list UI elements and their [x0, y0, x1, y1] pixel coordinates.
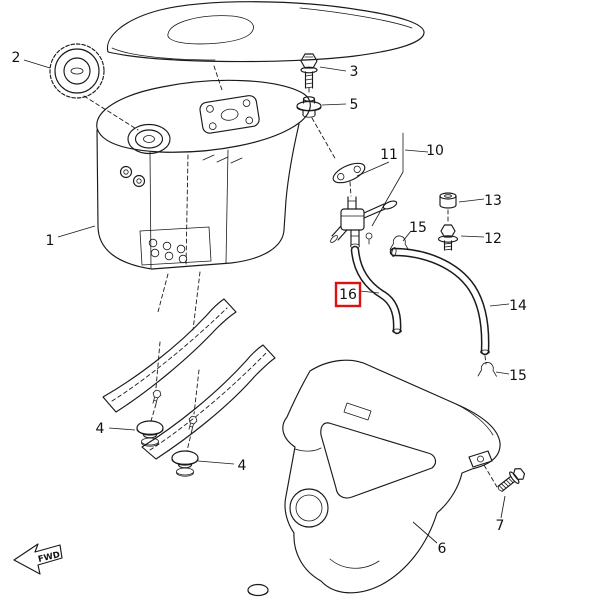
clip-upper-part — [389, 235, 409, 251]
callout-14[interactable]: 14 — [509, 298, 527, 314]
callout-16-selected[interactable]: 16 — [339, 287, 357, 303]
bolt-upper-part — [300, 53, 318, 89]
clip-lower-part — [477, 362, 497, 377]
callout-11[interactable]: 11 — [380, 147, 398, 163]
callout-7[interactable]: 7 — [496, 518, 505, 534]
fwd-label: FWD — [37, 550, 61, 565]
damper-screw-front — [152, 389, 162, 405]
apron-straps — [102, 298, 276, 460]
highlight-box — [334, 281, 362, 308]
callout-3[interactable]: 3 — [350, 64, 359, 80]
callout-13[interactable]: 13 — [484, 193, 502, 209]
fuel-tank-part — [96, 79, 311, 270]
fuel-hose-short-part — [350, 245, 402, 335]
bottom-cowling-part — [247, 359, 501, 597]
callout-4-rear[interactable]: 4 — [238, 458, 247, 474]
damper-rear-part — [171, 450, 199, 477]
leader-lines — [23, 59, 510, 544]
joint-part — [332, 162, 366, 184]
assembly-center-lines — [83, 65, 498, 488]
callout-10[interactable]: 10 — [426, 143, 444, 159]
callout-6[interactable]: 6 — [438, 541, 447, 557]
bolt-lower-right-part — [497, 468, 526, 492]
callout-15-upper[interactable]: 15 — [409, 220, 427, 236]
callout-4-front[interactable]: 4 — [96, 421, 105, 437]
fuel-hose-long-part — [389, 247, 490, 356]
callout-1[interactable]: 1 — [46, 233, 55, 249]
grommet-upper-part — [296, 96, 322, 118]
callout-15-lower[interactable]: 15 — [509, 368, 527, 384]
callout-labels: 1 2 3 5 11 10 13 12 15 14 15 16 6 4 4 7 — [12, 50, 527, 557]
bolt-cock-part — [437, 224, 459, 251]
damper-front-part — [136, 420, 164, 447]
top-cover-part — [106, 1, 425, 63]
fwd-direction-arrow: FWD — [13, 543, 63, 575]
fuel-filler-cap-part — [49, 43, 105, 99]
fuel-cock-part — [330, 132, 404, 249]
damper-screw-rear — [188, 415, 198, 431]
callout-2[interactable]: 2 — [12, 50, 21, 66]
grommet-cock-part — [439, 192, 457, 209]
callout-5[interactable]: 5 — [350, 97, 359, 113]
callout-12[interactable]: 12 — [484, 231, 502, 247]
